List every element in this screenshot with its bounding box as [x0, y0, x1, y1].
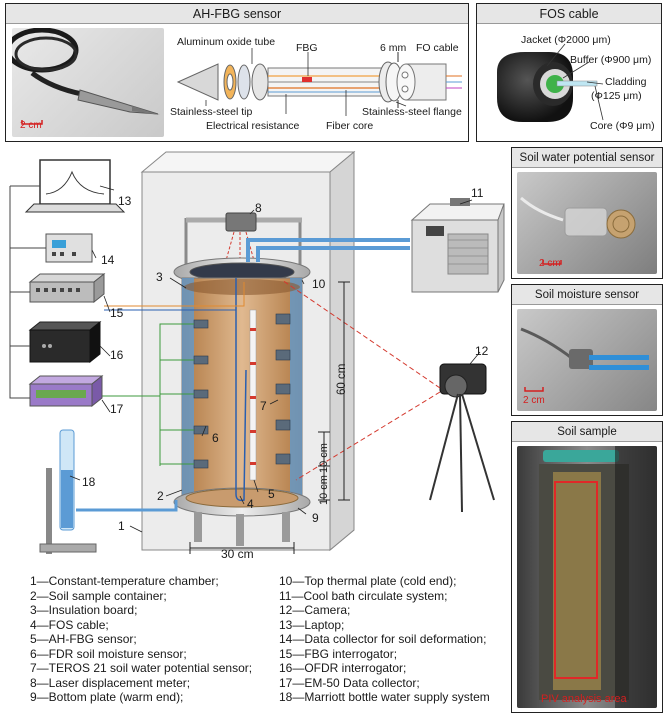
dim-s2: 10 cm — [318, 475, 330, 505]
num-2: 2 — [157, 489, 164, 503]
num-18: 18 — [82, 475, 96, 489]
fos-panel: FOS cable Jacket (Φ2000 μm) Buffer (Φ900… — [476, 3, 662, 142]
fos-jacket: Jacket (Φ2000 μm) — [521, 34, 611, 46]
legend-item: 3—Insulation board; — [30, 603, 138, 617]
legend-item: 6—FDR soil moisture sensor; — [30, 646, 187, 661]
legend-item: 9—Bottom plate (warm end); — [30, 690, 184, 704]
fos-cladding-diam: (Φ125 μm) — [591, 90, 642, 102]
legend-item: 12—Camera; — [279, 603, 351, 617]
moisture-scale: 2 cm — [523, 395, 545, 406]
fos-title: FOS cable — [477, 4, 661, 24]
moisture-title: Soil moisture sensor — [512, 285, 662, 305]
num-14: 14 — [101, 253, 115, 267]
num-3: 3 — [156, 270, 163, 284]
sample-title: Soil sample — [512, 422, 662, 442]
legend-right: 10—Top thermal plate (cold end); 11—Cool… — [279, 574, 490, 705]
legend-item: 18—Marriott bottle water supply system — [279, 690, 490, 704]
num-17: 17 — [110, 402, 124, 416]
sample-photo-drawing — [539, 446, 657, 708]
label-fbg: FBG — [296, 42, 318, 54]
potential-panel: Soil water potential sensor 2 cm — [511, 147, 663, 279]
ahfbg-photo-drawing — [12, 28, 160, 115]
sample-panel: Soil sample PIV analysis area — [511, 421, 663, 713]
num-7: 7 — [260, 399, 267, 413]
num-9: 9 — [312, 511, 319, 525]
ahfbg-panel: AH-FBG sensor 2 cm — [5, 3, 469, 142]
legend-item: 8—Laser displacement meter; — [30, 675, 191, 690]
potential-photo: 2 cm — [517, 172, 657, 274]
legend-item: 4—FOS cable; — [30, 617, 109, 632]
dim-s1: 10 cm — [318, 443, 330, 473]
piv-label: PIV analysis area — [541, 693, 627, 705]
ahfbg-scale-bar — [21, 120, 43, 125]
dim-height: 60 cm — [336, 363, 348, 395]
sample-photo: PIV analysis area — [517, 446, 657, 708]
num-5: 5 — [268, 487, 275, 501]
label-resistance: Electrical resistance — [206, 120, 300, 132]
legend-item: 15—FBG interrogator; — [279, 646, 398, 661]
legend-item: 10—Top thermal plate (cold end); — [279, 574, 457, 588]
label-aluminum: Aluminum oxide tube — [177, 36, 276, 48]
legend-item: 2—Soil sample container; — [30, 588, 167, 603]
legend-item: 13—Laptop; — [279, 617, 345, 632]
legend-left: 1—Constant-temperature chamber; 2—Soil s… — [30, 574, 252, 705]
ahfbg-photo: 2 cm — [12, 28, 164, 137]
legend-item: 11—Cool bath circulate system; — [279, 588, 448, 603]
ahfbg-title: AH-FBG sensor — [6, 4, 468, 24]
moisture-panel: Soil moisture sensor 2 cm — [511, 284, 663, 416]
num-6: 6 — [212, 431, 219, 445]
label-6mm: 6 mm — [380, 42, 407, 54]
legend-item: 5—AH-FBG sensor; — [30, 632, 137, 646]
label-fo-cable: FO cable — [416, 42, 459, 54]
legend-item: 7—TEROS 21 soil water potential sensor; — [30, 661, 253, 675]
num-13: 13 — [118, 194, 132, 208]
moisture-photo-drawing — [520, 327, 649, 392]
main-diagram — [9, 150, 505, 554]
legend-item: 17—EM-50 Data collector; — [279, 675, 420, 690]
legend-item: 1—Constant-temperature chamber; — [30, 574, 219, 588]
label-fiber-core: Fiber core — [326, 120, 374, 132]
potential-scale: 2 cm — [539, 258, 561, 269]
fos-buffer: Buffer (Φ900 μm) — [570, 54, 652, 66]
num-16: 16 — [110, 348, 124, 362]
dim-width: 30 cm — [221, 547, 254, 561]
num-10: 10 — [312, 277, 326, 291]
legend-item: 16—OFDR interrogator; — [279, 661, 407, 675]
num-1: 1 — [118, 519, 125, 533]
fos-drawing — [497, 43, 604, 122]
num-4: 4 — [247, 497, 254, 511]
label-tip: Stainless-steel tip — [170, 106, 253, 118]
potential-title: Soil water potential sensor — [512, 148, 662, 168]
potential-photo-drawing — [520, 196, 636, 265]
moisture-photo: 2 cm — [517, 309, 657, 411]
num-12: 12 — [475, 344, 489, 358]
num-8: 8 — [255, 201, 262, 215]
legend-item: 14—Data collector for soil deformation; — [279, 632, 487, 646]
num-15: 15 — [110, 306, 124, 320]
fos-cladding: Cladding — [605, 76, 647, 88]
ahfbg-schematic — [176, 48, 462, 116]
label-flange: Stainless-steel flange — [362, 106, 462, 118]
ahfbg-scale: 2 cm — [20, 120, 42, 131]
num-11: 11 — [471, 186, 484, 200]
fos-core: Core (Φ9 μm) — [590, 120, 655, 132]
